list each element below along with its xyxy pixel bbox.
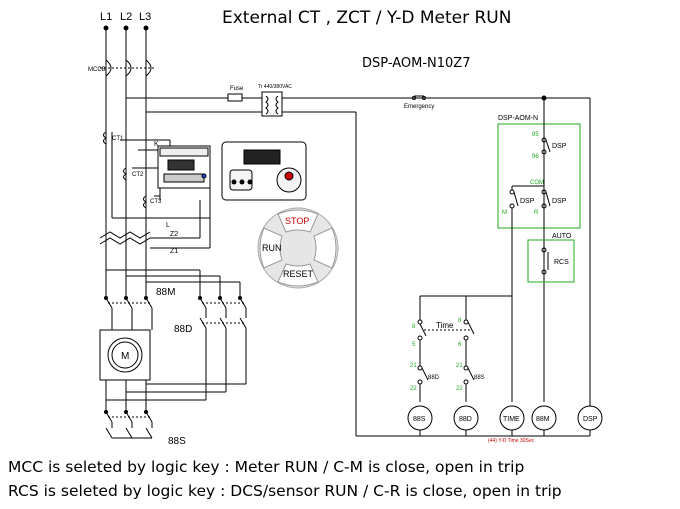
keypad-reset-label: RESET — [283, 269, 314, 279]
rcs-box — [527, 239, 575, 283]
n21b-label: 21 — [456, 363, 463, 369]
keypad-run-label: RUN — [262, 243, 282, 253]
s88-label: 88S — [168, 436, 186, 447]
l-label: L — [166, 222, 170, 229]
fuse-label: Fuse — [230, 86, 244, 92]
coil-88m: 88M — [531, 405, 557, 436]
n21a-label: 21 — [410, 363, 417, 369]
fuse — [227, 93, 243, 102]
motor-secondary-wiring — [105, 380, 246, 410]
n22a-label: 22 — [410, 386, 417, 392]
contactor-88d — [198, 296, 247, 400]
time-setting-note: (44) Y-D Time 30Sec — [488, 438, 535, 444]
rcs-contact — [541, 247, 549, 275]
c95-label: 95 — [532, 132, 539, 138]
z1-label: Z1 — [170, 248, 178, 255]
motor — [99, 329, 151, 381]
mccb-breaker — [100, 59, 156, 77]
mccb-label: MCCB — [88, 67, 106, 73]
motor-label: M — [121, 351, 129, 362]
ct1-label: CT1 — [112, 136, 124, 142]
aom-box-label: DSP-AOM-N — [498, 115, 538, 122]
m-terminal-label: M — [502, 210, 507, 216]
coil-time: TIME — [499, 405, 525, 436]
coil-dsp: DSP — [577, 405, 603, 431]
c96-label: 96 — [532, 154, 539, 160]
aom-contact-box — [497, 123, 581, 229]
c88d-interlock-label: 88D — [428, 375, 440, 381]
d88-label: 88D — [174, 324, 192, 335]
note-rcs: RCS is seleted by logic key : DCS/sensor… — [8, 482, 562, 500]
model-label: DSP-AOM-N10Z7 — [362, 56, 471, 71]
ct2-label: CT2 — [132, 172, 144, 178]
emergency-contact — [412, 95, 426, 100]
transformer — [261, 91, 283, 117]
contactor-88s — [104, 410, 153, 439]
control-branches — [419, 208, 513, 436]
n22b-label: 22 — [456, 386, 463, 392]
control-supply-wiring — [126, 97, 591, 437]
rcs-label: RCS — [554, 259, 569, 266]
transformer-label: Tr 440/380VAC — [258, 84, 292, 90]
k-label: K — [154, 141, 159, 148]
coil-88d: 88D — [453, 405, 479, 436]
contactor-88m — [104, 296, 153, 330]
dsp-contact-1-label: DSP — [552, 143, 567, 150]
contact-95-96 — [541, 137, 551, 155]
m88-label: 88M — [156, 287, 175, 298]
coil-dsp-label: DSP — [583, 416, 598, 423]
emergency-label: Emergency — [404, 104, 434, 110]
coil-88s-label: 88S — [413, 416, 426, 423]
coil-88s: 88S — [407, 405, 433, 436]
line-l1-label: L1 — [100, 11, 112, 23]
time-relay-label: Time — [436, 321, 454, 330]
line-l2-label: L2 — [120, 11, 132, 23]
n8b-label: 8 — [458, 318, 462, 324]
zct — [99, 200, 211, 249]
coil-time-label: TIME — [503, 416, 520, 423]
n8a-label: 8 — [412, 324, 416, 330]
c88s-interlock-label: 88S — [474, 375, 485, 381]
com-label: COM — [530, 180, 544, 186]
line-l3-label: L3 — [139, 11, 151, 23]
note-mcc: MCC is seleted by logic key : Meter RUN … — [8, 458, 525, 476]
wiring-diagram: L1 L2 L3 MCCB — [88, 11, 603, 447]
keypad — [257, 207, 339, 289]
ct3-label: CT3 — [150, 199, 162, 205]
interlock-contacts — [417, 365, 475, 385]
time-relay-contacts — [417, 319, 475, 341]
rail-junction — [541, 95, 547, 101]
diagram-title: External CT , ZCT / Y-D Meter RUN — [222, 8, 512, 28]
coil-88d-label: 88D — [459, 416, 472, 423]
n6-label: 6 — [458, 342, 462, 348]
coil-88m-label: 88M — [536, 416, 550, 423]
dsp-contact-2-label: DSP — [520, 198, 535, 205]
display-panel — [221, 141, 307, 201]
power-distribution — [105, 260, 241, 296]
r-terminal-label: R — [534, 210, 539, 216]
z2-label: Z2 — [170, 231, 178, 238]
meter-relay-unit — [157, 145, 211, 189]
current-transformers — [103, 131, 147, 209]
n5-label: 5 — [412, 342, 416, 348]
keypad-stop-label: STOP — [285, 216, 309, 226]
dsp-contact-3-label: DSP — [552, 198, 567, 205]
auto-label: AUTO — [552, 233, 572, 240]
